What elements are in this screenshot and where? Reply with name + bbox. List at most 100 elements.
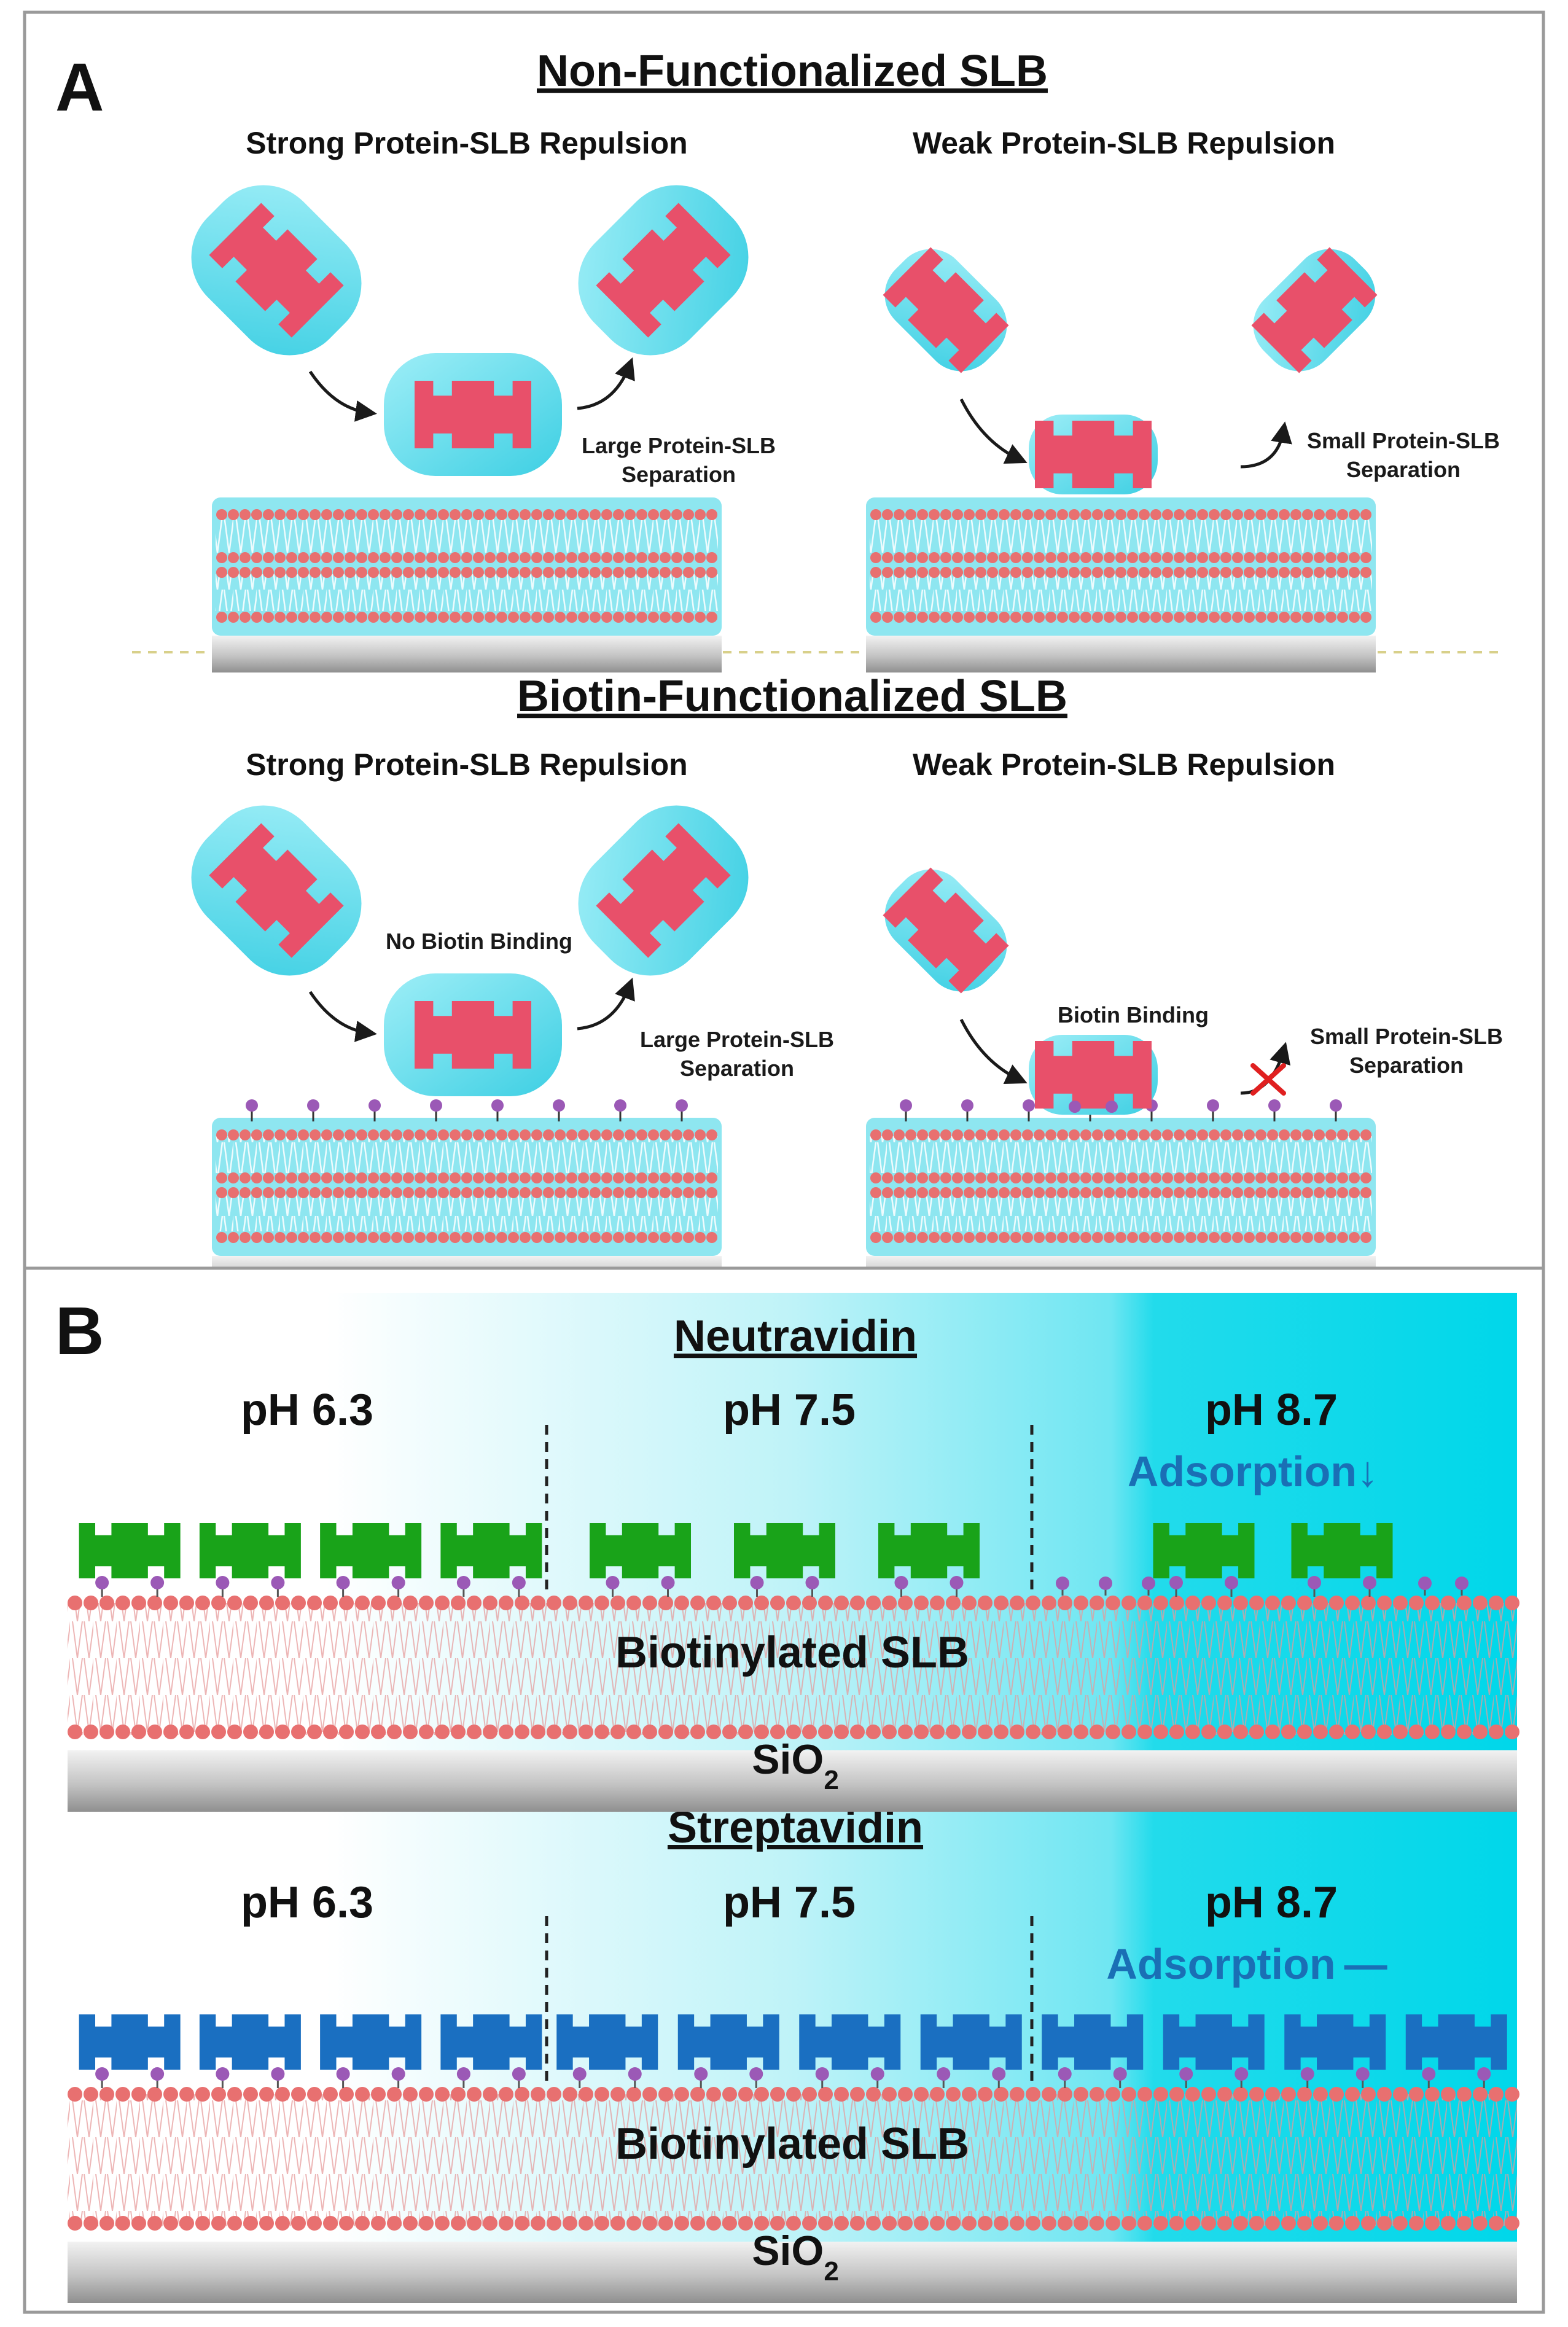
lipid-head: [1249, 2216, 1264, 2231]
lipid-head: [601, 552, 612, 563]
biotin-head: [512, 2067, 526, 2081]
lipid-head: [426, 1129, 437, 1140]
lipid-head: [1090, 2087, 1104, 2102]
lipid-head: [321, 1232, 332, 1243]
lipid-head: [310, 1187, 321, 1198]
lipid-head: [978, 2216, 993, 2231]
lipid-head: [1034, 552, 1045, 563]
lipid-head: [1115, 1187, 1126, 1198]
bound-biotin: [1069, 1101, 1081, 1113]
lipid-head: [975, 1187, 986, 1198]
lipid-head: [914, 2216, 929, 2231]
lipid-head: [978, 1725, 993, 1739]
lipid-head: [286, 509, 297, 520]
lipid-head: [115, 1596, 130, 1610]
lipid-head: [894, 1187, 905, 1198]
lipid-head: [1197, 552, 1208, 563]
lipid-head: [115, 1725, 130, 1739]
lipid-head: [1377, 2216, 1392, 2231]
lipid-head: [496, 1129, 507, 1140]
lipid-head: [99, 1725, 114, 1739]
lipid-head: [940, 567, 951, 578]
lipid-head: [1022, 552, 1033, 563]
lipid-head: [1185, 1725, 1200, 1739]
lipid-head: [818, 1596, 833, 1610]
lipid-head: [1127, 509, 1138, 520]
lipid-head: [485, 1172, 496, 1183]
lipid-head: [683, 612, 694, 623]
lipid-head: [1360, 567, 1371, 578]
lipid-head: [298, 1172, 309, 1183]
protein-body: [199, 2014, 301, 2070]
lipid-head: [1057, 612, 1068, 623]
lipid-head: [1106, 1596, 1120, 1610]
lipid-head: [263, 1129, 274, 1140]
lipid-head: [964, 1232, 975, 1243]
lipid-head: [339, 1596, 354, 1610]
lipid-head: [1022, 1232, 1033, 1243]
lipid-head: [695, 1129, 706, 1140]
lipid-head: [1345, 2216, 1360, 2231]
lipid-head: [671, 509, 682, 520]
lipid-head: [706, 567, 717, 578]
lipid-head: [671, 1232, 682, 1243]
lipid-head: [1361, 1725, 1376, 1739]
lipid-head: [601, 612, 612, 623]
lipid-head: [1069, 1232, 1080, 1243]
lipid-head: [870, 612, 881, 623]
lipid-head: [345, 1232, 356, 1243]
lipid-head: [275, 509, 286, 520]
protein-body: [1153, 1523, 1255, 1578]
lipid-head: [68, 1725, 82, 1739]
lipid-head: [1244, 1129, 1255, 1140]
lipid-head: [291, 2216, 306, 2231]
lipid-head: [368, 509, 379, 520]
lipid-head: [419, 1596, 434, 1610]
lipid-head: [994, 2216, 1008, 2231]
lipid-head: [1045, 1172, 1056, 1183]
lipid-head: [195, 1596, 210, 1610]
lipid-head: [595, 2087, 609, 2102]
lipid-head: [1325, 1232, 1336, 1243]
lipid-head: [1255, 1129, 1266, 1140]
lipid-head: [286, 612, 297, 623]
lipid-head: [380, 509, 391, 520]
sep-label-top-right-1: Small Protein-SLB: [1307, 428, 1500, 453]
lipid-head: [483, 1596, 497, 1610]
lipid-head: [613, 567, 624, 578]
biotin-head: [628, 2067, 642, 2081]
lipid-head: [499, 2087, 513, 2102]
lipid-head: [1057, 1172, 1068, 1183]
protein-incoming-right-1: [883, 867, 1009, 994]
lipid-head: [426, 1232, 437, 1243]
lipid-head: [310, 552, 321, 563]
lipid-head: [531, 612, 542, 623]
lipid-head: [310, 509, 321, 520]
lipid-head: [426, 1187, 437, 1198]
lipid-head: [1409, 2087, 1424, 2102]
lipid-head: [555, 1187, 566, 1198]
lipid-head: [722, 1725, 737, 1739]
lipid-head: [403, 1129, 414, 1140]
lipid-head: [834, 2087, 849, 2102]
lipid-head: [426, 1172, 437, 1183]
lipid-head: [415, 1172, 426, 1183]
lipid-head: [1174, 1172, 1185, 1183]
lipid-head: [228, 1232, 239, 1243]
lipid-head: [987, 567, 998, 578]
biotin-head: [369, 1099, 381, 1112]
lipid-head: [999, 1187, 1010, 1198]
lipid-head: [1255, 509, 1266, 520]
lipid-head: [1139, 509, 1150, 520]
lipid-head: [566, 1129, 577, 1140]
lipid-head: [1337, 612, 1348, 623]
lipid-head: [473, 612, 484, 623]
biotin-head: [1477, 2067, 1491, 2081]
lipid-head: [894, 509, 905, 520]
lipid-head: [1197, 1232, 1208, 1243]
lipid-head: [695, 1232, 706, 1243]
lipid-head: [940, 1172, 951, 1183]
lipid-head: [1010, 1725, 1024, 1739]
lipid-head: [987, 509, 998, 520]
lipid-head: [1026, 2087, 1040, 2102]
